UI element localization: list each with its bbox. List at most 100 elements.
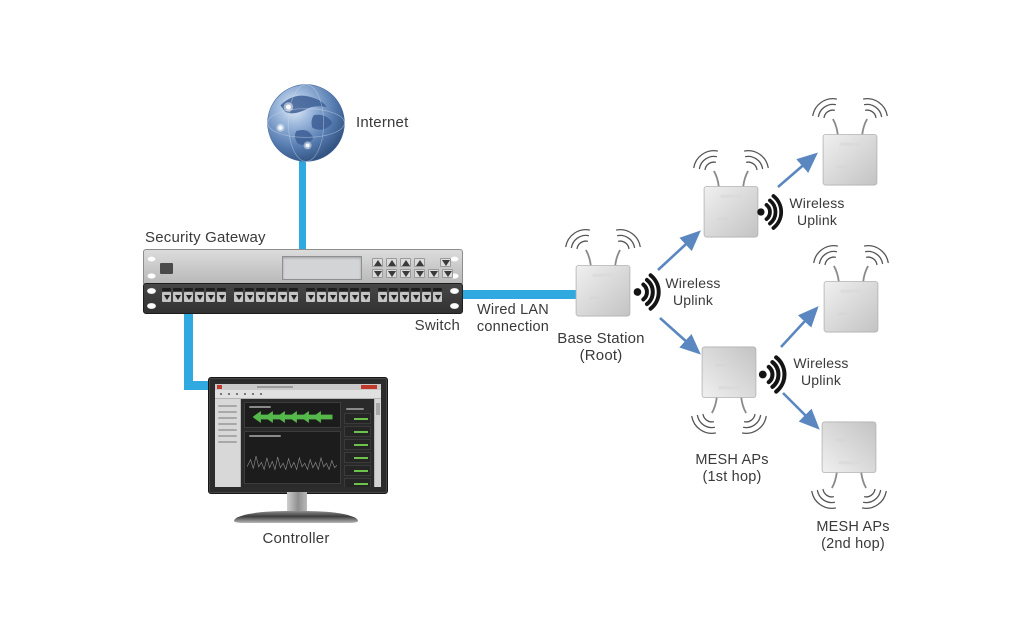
port-label-strip — [289, 288, 298, 291]
green-throughput-arrow — [312, 411, 333, 423]
port-label-strip — [400, 288, 409, 291]
rj45-port-icon — [217, 288, 226, 302]
rj45-port-icon — [440, 258, 451, 267]
port-jack — [184, 292, 193, 302]
app-logo-icon — [217, 385, 222, 389]
rj45-port-icon — [339, 288, 348, 302]
port-jack — [350, 292, 359, 302]
sidebar-row — [218, 429, 237, 431]
port-triangle — [163, 294, 170, 300]
mesh-ap-2nd-hop-top — [811, 97, 889, 186]
rj45-port-icon — [428, 269, 439, 278]
controller-screen — [215, 384, 381, 487]
port-jack — [195, 292, 204, 302]
rack-hole — [450, 303, 459, 309]
mesh-ap-2nd-hop-bottom — [810, 421, 888, 510]
rack-hole — [450, 273, 459, 279]
stat-box — [344, 478, 371, 487]
port-jack — [217, 292, 226, 302]
rack-hole — [450, 256, 459, 262]
port-triangle — [246, 294, 253, 300]
rj45-port-icon — [234, 288, 243, 302]
switch-port-group — [306, 288, 370, 302]
port-jack — [400, 292, 409, 302]
port-label-strip — [245, 288, 254, 291]
rj45-port-icon — [400, 269, 411, 278]
port-triangle — [268, 294, 275, 300]
security-gateway-device — [143, 249, 463, 286]
port-triangle — [373, 259, 382, 266]
rj45-port-icon — [372, 258, 383, 267]
sidebar-row — [218, 411, 237, 413]
gateway-power-module — [160, 263, 173, 274]
port-triangle — [373, 270, 382, 277]
port-triangle — [207, 294, 214, 300]
port-jack — [306, 292, 315, 302]
rack-hole — [147, 256, 156, 262]
green-value-text — [354, 430, 368, 433]
port-triangle — [329, 294, 336, 300]
wired-link-internet-gateway — [299, 158, 306, 253]
rj45-port-icon — [162, 288, 171, 302]
port-triangle — [307, 294, 314, 300]
rj45-port-icon — [184, 288, 193, 302]
port-label-strip — [361, 288, 370, 291]
monitor-stand-neck — [287, 492, 307, 514]
wifi-signal-icon — [631, 273, 661, 311]
switch-port-group — [378, 288, 442, 302]
port-jack — [422, 292, 431, 302]
wired-link-switch-basestation — [460, 290, 582, 299]
switch-device — [143, 283, 463, 314]
port-label-strip — [350, 288, 359, 291]
green-value-text — [354, 443, 368, 446]
controller-stats-column — [344, 402, 371, 487]
port-jack — [339, 292, 348, 302]
controller-app-toolbar — [215, 390, 381, 399]
controller-monitor — [208, 377, 388, 494]
port-triangle — [415, 259, 424, 266]
scrollbar[interactable] — [374, 399, 381, 487]
port-triangle — [441, 259, 450, 266]
rack-hole — [147, 288, 156, 294]
wired-link-switch-controller-horizontal — [184, 381, 216, 390]
port-jack — [278, 292, 287, 302]
panel-caption — [249, 406, 271, 408]
green-value-text — [354, 469, 368, 472]
port-triangle — [290, 294, 297, 300]
panel-caption — [249, 435, 281, 437]
port-jack — [328, 292, 337, 302]
scrollbar-thumb[interactable] — [376, 403, 380, 415]
port-triangle — [174, 294, 181, 300]
stat-box — [344, 452, 371, 463]
mesh-aps-2nd-hop-label: MESH APs(2nd hop) — [816, 519, 890, 552]
port-label-strip — [278, 288, 287, 291]
rj45-port-icon — [400, 288, 409, 302]
rj45-port-icon — [317, 288, 326, 302]
port-triangle — [401, 270, 410, 277]
port-label-strip — [162, 288, 171, 291]
rj45-port-icon — [400, 258, 411, 267]
gateway-ports-bottom-row — [372, 269, 453, 278]
stat-box — [344, 439, 371, 450]
port-triangle — [387, 259, 396, 266]
port-label-strip — [256, 288, 265, 291]
mesh-aps-1st-hop-label: MESH APs(1st hop) — [695, 452, 769, 485]
port-label-strip — [433, 288, 442, 291]
port-label-strip — [389, 288, 398, 291]
port-label-strip — [306, 288, 315, 291]
port-jack — [433, 292, 442, 302]
rj45-port-icon — [433, 288, 442, 302]
port-triangle — [362, 294, 369, 300]
rj45-port-icon — [386, 258, 397, 267]
rj45-port-icon — [378, 288, 387, 302]
port-jack — [256, 292, 265, 302]
controller-label: Controller — [262, 530, 330, 547]
app-title-text — [257, 386, 293, 388]
rj45-port-icon — [414, 258, 425, 267]
history-chart-panel — [244, 431, 341, 484]
internet-label: Internet — [356, 114, 409, 131]
